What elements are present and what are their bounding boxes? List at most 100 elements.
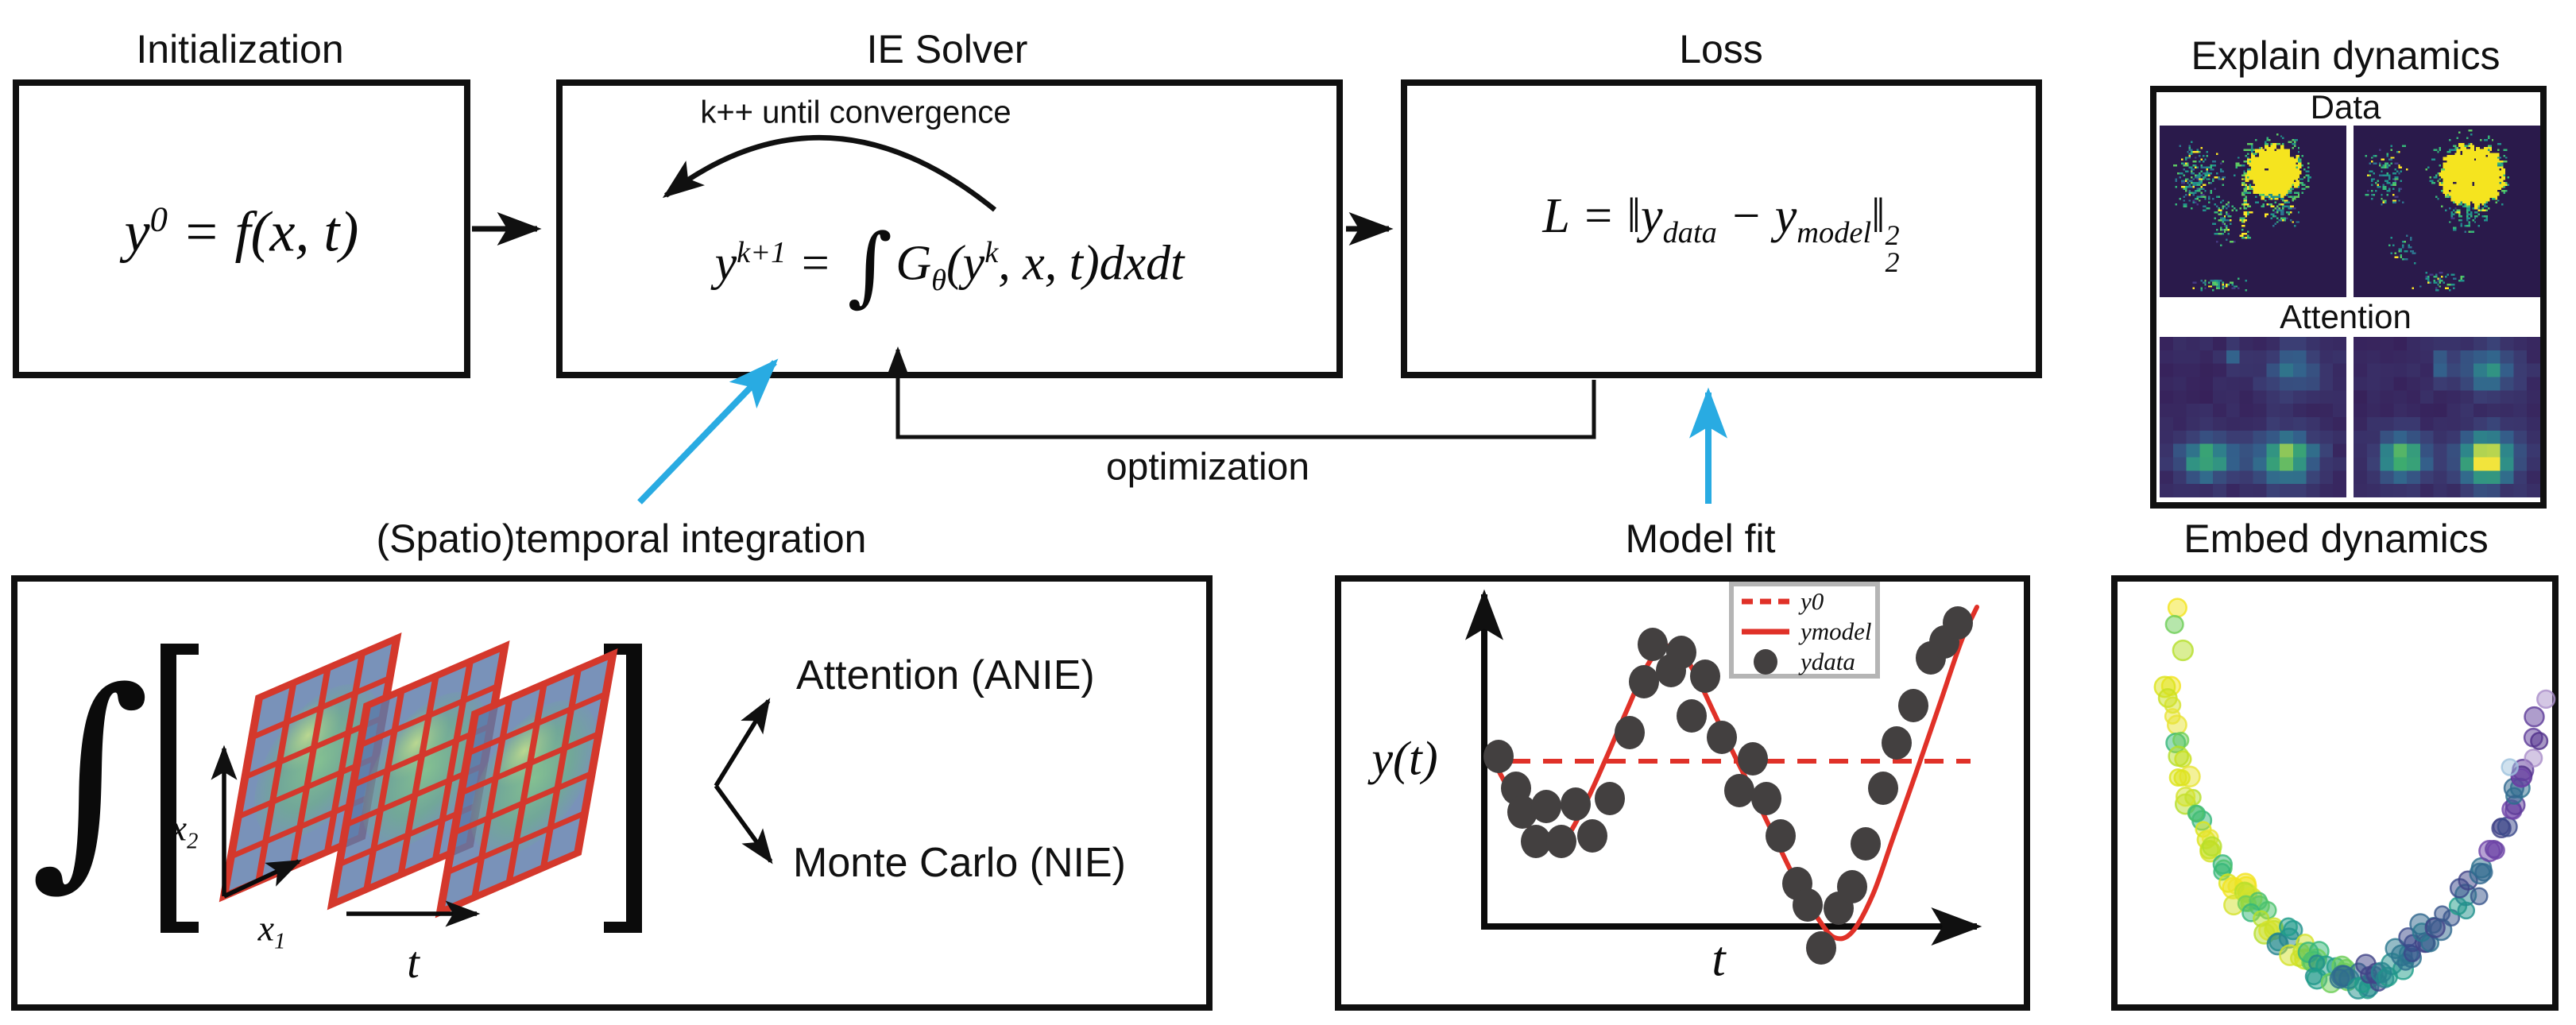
integration-graphic: ∫ bbox=[30, 632, 773, 933]
t-axis-label-integration: t bbox=[407, 938, 420, 988]
ydata-point bbox=[1898, 689, 1928, 722]
ydata-point bbox=[1868, 772, 1898, 805]
embedding-point bbox=[2478, 839, 2501, 863]
model-fit-xlabel: t bbox=[1712, 932, 1726, 987]
ydata-point bbox=[1507, 795, 1537, 829]
legend-row-ydata: ydata bbox=[1734, 647, 1875, 677]
embedding-point bbox=[2530, 731, 2549, 751]
initialization-box bbox=[13, 79, 470, 378]
embedding-point bbox=[2457, 901, 2476, 920]
embedding-point bbox=[2524, 748, 2543, 768]
optimization-feedback-arrow bbox=[886, 346, 1596, 439]
ie-solver-title: IE Solver bbox=[866, 27, 1028, 72]
ydata-point bbox=[1793, 888, 1823, 922]
ydata-point bbox=[1677, 699, 1707, 733]
ydata-point bbox=[1724, 774, 1754, 807]
branch-label-montecarlo: Monte Carlo (NIE) bbox=[793, 840, 1126, 886]
ydata-point bbox=[1738, 742, 1768, 776]
heatmap-sheet-3 bbox=[435, 648, 618, 919]
ydata-point bbox=[1806, 931, 1836, 965]
initialization-formula: y0 = f(x, t) bbox=[124, 199, 359, 264]
ydata-point bbox=[1666, 636, 1696, 669]
embedding-point bbox=[2370, 961, 2392, 984]
ydata-point bbox=[1615, 716, 1645, 749]
legend-dashed-line-icon bbox=[1742, 598, 1789, 605]
loop-label: k++ until convergence bbox=[700, 95, 1011, 130]
ydata-point bbox=[1561, 787, 1591, 821]
branch-arrow-attention bbox=[714, 698, 771, 787]
legend-row-ymodel: ymodel bbox=[1734, 617, 1875, 647]
ydata-point bbox=[1483, 740, 1514, 773]
integration-box bbox=[11, 575, 1213, 1011]
embed-dynamics-title: Embed dynamics bbox=[2183, 516, 2489, 561]
legend-row-y0: y0 bbox=[1734, 586, 1875, 617]
embedding-point bbox=[2201, 836, 2222, 857]
optimization-label: optimization bbox=[1105, 446, 1310, 489]
ydata-point bbox=[1577, 819, 1607, 853]
embedding-point bbox=[2536, 689, 2556, 710]
ydata-point bbox=[1943, 606, 1973, 640]
ydata-point bbox=[1521, 825, 1551, 858]
ydata-point bbox=[1690, 659, 1720, 693]
ydata-point bbox=[1766, 819, 1796, 853]
branch-label-attention: Attention (ANIE) bbox=[796, 652, 1095, 698]
legend-label-ymodel: ymodel bbox=[1800, 617, 1872, 645]
data-heatmap-label: Data bbox=[2310, 88, 2381, 126]
embedding-point bbox=[2279, 917, 2298, 937]
attention-heatmap-left bbox=[2160, 337, 2346, 497]
embedding-point bbox=[2175, 787, 2196, 807]
ydata-point bbox=[1882, 726, 1912, 760]
legend-solid-line-icon bbox=[1742, 629, 1789, 635]
embedding-point bbox=[2511, 768, 2532, 788]
attention-heatmap-right bbox=[2354, 337, 2540, 497]
legend-label-y0: y0 bbox=[1800, 587, 1824, 615]
embedding-point bbox=[2474, 863, 2493, 882]
embedding-point bbox=[2333, 965, 2355, 987]
integration-title: (Spatio)temporal integration bbox=[376, 516, 867, 561]
explain-dynamics-title: Explain dynamics bbox=[2191, 33, 2501, 78]
embedding-point bbox=[2424, 917, 2446, 938]
ydata-point bbox=[1546, 825, 1576, 858]
data-heatmap-right bbox=[2354, 126, 2540, 297]
data-heatmap-left bbox=[2160, 126, 2346, 297]
initialization-title: Initialization bbox=[136, 27, 344, 72]
embedding-point bbox=[2187, 804, 2205, 822]
loss-box bbox=[1401, 79, 2042, 378]
right-bracket bbox=[604, 644, 642, 933]
model-fit-legend: y0 ymodel ydata bbox=[1729, 582, 1880, 679]
x1-axis-arrow bbox=[222, 859, 302, 899]
ydata-point bbox=[1851, 827, 1881, 861]
embedding-point bbox=[2470, 887, 2489, 906]
legend-dot-icon bbox=[1754, 649, 1777, 675]
x2-axis-label: x2 bbox=[170, 807, 199, 854]
embedding-point bbox=[2524, 706, 2545, 728]
integral-symbol: ∫ bbox=[30, 642, 150, 910]
x1-axis-label: x1 bbox=[257, 907, 286, 954]
integration-pointer-arrow bbox=[637, 358, 779, 505]
embedding-point bbox=[2501, 758, 2519, 776]
ydata-point bbox=[1595, 782, 1625, 815]
embedding-point bbox=[2173, 769, 2191, 787]
iteration-loop-arrow bbox=[662, 135, 997, 212]
ydata-point bbox=[1629, 665, 1659, 698]
left-bracket bbox=[161, 644, 199, 933]
ydata-point bbox=[1707, 721, 1737, 754]
ydata-point bbox=[1837, 870, 1867, 903]
model-fit-ylabel: y(t) bbox=[1371, 732, 1438, 785]
model-fit-plot bbox=[1465, 589, 1982, 965]
embedding-point bbox=[2172, 639, 2194, 662]
ie-solver-box bbox=[556, 79, 1343, 378]
embedding-point bbox=[2164, 614, 2184, 634]
embedding-point bbox=[2174, 750, 2192, 768]
embedding-point bbox=[2385, 938, 2406, 960]
loss-title: Loss bbox=[1679, 27, 1763, 72]
ydata-point bbox=[1531, 790, 1561, 823]
ydata-point bbox=[1638, 628, 1668, 661]
embed-dynamics-scatter bbox=[2153, 598, 2556, 1000]
legend-label-ydata: ydata bbox=[1800, 648, 1855, 675]
ie-solver-formula: yk+1 = ∫Gθ(yk, x, t)dxdt bbox=[714, 215, 1185, 316]
heatmap-sheet-2 bbox=[327, 640, 510, 911]
